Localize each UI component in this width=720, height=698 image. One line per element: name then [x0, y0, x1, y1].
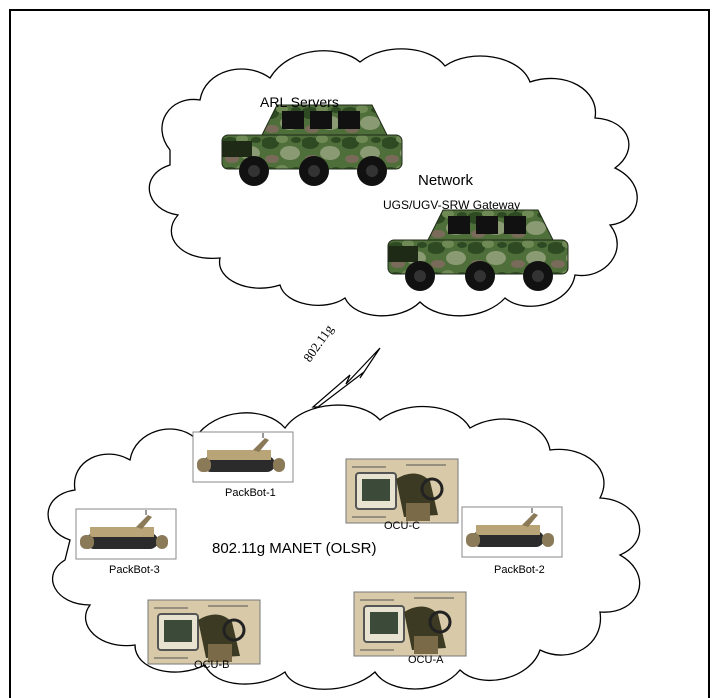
- node-label: PackBot-3: [109, 564, 160, 576]
- diagram-frame: [9, 9, 710, 698]
- packbot-2-image: [461, 506, 563, 558]
- node-label: OCU-B: [194, 659, 230, 671]
- network-title: Network: [418, 172, 474, 189]
- gateway-label: UGS/UGV-SRW Gateway: [383, 198, 521, 212]
- node-label: OCU-C: [384, 520, 421, 532]
- arl-servers-label: ARL Servers: [260, 94, 339, 110]
- ocu-b-image: [146, 598, 262, 666]
- ocu-a-image: [352, 590, 468, 658]
- manet-title: 802.11g MANET (OLSR): [212, 540, 377, 557]
- top-network-cloud: [148, 48, 638, 317]
- packbot-3-image: [75, 508, 177, 560]
- wireless-link-bolt: [311, 347, 381, 408]
- ocu-c-image: [344, 457, 460, 525]
- node-label: OCU-A: [408, 654, 444, 666]
- node-label: PackBot-1: [225, 487, 276, 499]
- node-label: PackBot-2: [494, 564, 545, 576]
- packbot-1-image: [192, 431, 294, 483]
